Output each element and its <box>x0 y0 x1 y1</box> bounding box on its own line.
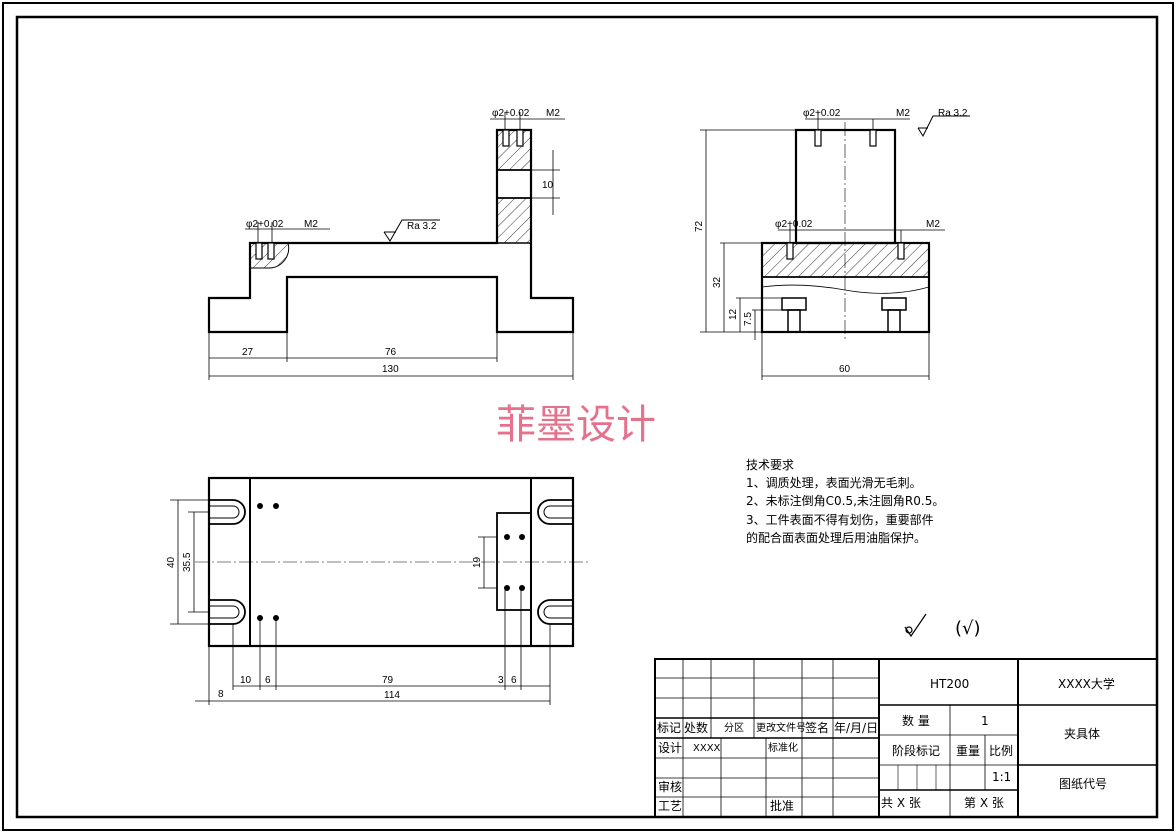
standardization-label: 标准化 <box>768 741 798 754</box>
top-view-holes <box>257 503 525 621</box>
side-tol-top: φ2+0.02 <box>803 108 841 119</box>
design-label: 设计 <box>658 741 682 755</box>
top-dim-19: 19 <box>472 556 483 568</box>
side-dim-72: 72 <box>694 220 705 232</box>
front-view <box>207 112 575 380</box>
top-dim-6b: 6 <box>511 675 517 686</box>
drawing-number-label: 图纸代号 <box>1059 777 1107 791</box>
stage-mark-label: 阶段标记 <box>892 743 940 758</box>
quantity-label: 数 量 <box>902 713 930 728</box>
side-tol-mid: φ2+0.02 <box>775 219 813 230</box>
top-dim-8: 8 <box>218 689 224 700</box>
tech-note-line: 1、调质处理，表面光滑无毛刺。 <box>746 476 922 490</box>
side-thread-top: M2 <box>896 108 910 119</box>
approve-label: 批准 <box>770 798 794 813</box>
top-dim-114: 114 <box>384 690 400 701</box>
top-dim-79: 79 <box>382 675 394 686</box>
top-dim-40: 40 <box>166 556 177 568</box>
rev-date-label: 年/月/日 <box>834 721 878 735</box>
material: HT200 <box>930 677 969 691</box>
front-dim-130: 130 <box>382 364 399 375</box>
review-label: 审核 <box>658 779 682 794</box>
side-dim-32: 32 <box>712 276 723 288</box>
top-dim-3: 3 <box>498 675 504 686</box>
front-dim-76: 76 <box>385 347 397 358</box>
front-thread-top: M2 <box>546 108 560 119</box>
front-tol-top: φ2+0.02 <box>492 108 530 119</box>
title-block <box>654 658 1158 818</box>
surface-finish-note: (√) <box>955 618 981 639</box>
surface-finish-symbol <box>904 613 927 638</box>
side-dim-7-5: 7.5 <box>743 312 754 326</box>
front-roughness: Ra 3.2 <box>407 221 437 232</box>
side-dim-60: 60 <box>839 364 851 375</box>
total-sheets: 共 X 张 <box>881 796 921 810</box>
design-value: XXXX <box>693 743 721 754</box>
school-name: XXXX大学 <box>1058 676 1115 691</box>
front-dim-27: 27 <box>242 347 254 358</box>
rev-count-label: 处数 <box>684 720 708 735</box>
scale-label: 比例 <box>989 744 1013 758</box>
rev-mark-label: 标记 <box>657 721 681 735</box>
watermark: 菲墨设计 <box>496 402 656 448</box>
rev-zone-label: 分区 <box>724 722 744 734</box>
side-roughness: Ra 3.2 <box>938 108 968 119</box>
sheet-number: 第 X 张 <box>964 796 1004 810</box>
side-thread-mid: M2 <box>926 219 940 230</box>
part-name: 夹具体 <box>1064 727 1100 741</box>
quantity-value: 1 <box>981 714 989 728</box>
rev-sign-label: 签名 <box>805 720 829 735</box>
weight-label: 重量 <box>956 744 980 758</box>
front-thread-left: M2 <box>304 219 318 230</box>
front-tol-left: φ2+0.02 <box>246 219 284 230</box>
tech-notes-title: 技术要求 <box>746 458 794 472</box>
side-view <box>700 112 970 380</box>
side-dim-12: 12 <box>728 308 739 320</box>
tech-note-line: 的配合面表面处理后用油脂保护。 <box>746 530 926 545</box>
top-dim-35-5: 35.5 <box>182 552 193 572</box>
front-dim-slot: 10 <box>542 180 554 191</box>
process-label: 工艺 <box>658 799 682 813</box>
tech-note-line: 3、工件表面不得有划伤，重要部件 <box>746 512 934 527</box>
scale-value: 1:1 <box>992 770 1011 784</box>
top-dim-10: 10 <box>240 675 252 686</box>
rev-doc-label: 更改文件号 <box>756 721 806 734</box>
tech-note-line: 2、未标注倒角C0.5,未注圆角R0.5。 <box>746 493 944 508</box>
top-view <box>170 476 590 705</box>
top-dim-6a: 6 <box>265 675 271 686</box>
inner-frame <box>15 15 1159 819</box>
